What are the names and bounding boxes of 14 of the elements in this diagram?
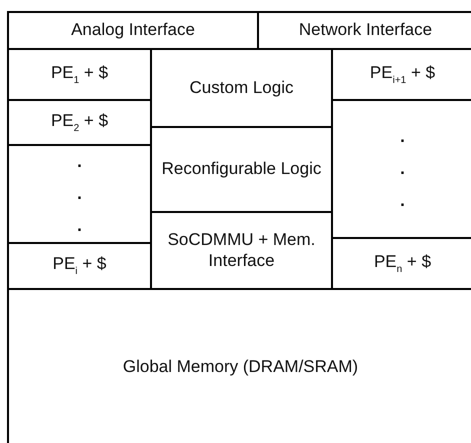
block-label: Analog Interface — [71, 20, 195, 41]
block-label: Network Interface — [298, 20, 432, 41]
block-label: PE$_{1}$ + $ — [50, 62, 108, 86]
ellipsis-dots: . . . — [399, 126, 406, 212]
block-label: Reconfigurable Logic — [162, 159, 322, 180]
block-label: Custom Logic — [190, 78, 294, 98]
block-box — [7, 11, 259, 50]
block-label: PE$_{i+1}$ + $ — [370, 62, 436, 86]
ellipsis-dots: . . . — [76, 150, 83, 238]
block-label: PE$_{2}$ + $ — [50, 110, 108, 134]
block-label: PE$_{i}$ + $ — [52, 254, 106, 278]
block-label: Global Memory (DRAM/SRAM) — [122, 357, 358, 378]
block-label: PE$_{n}$ + $ — [374, 252, 432, 276]
block-label: SoCDMMU + Mem. Interface — [166, 230, 316, 271]
